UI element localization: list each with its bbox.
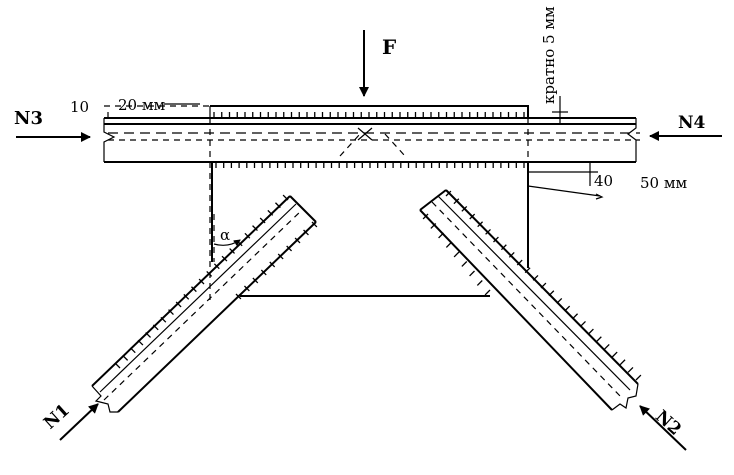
label-N1: N1: [40, 400, 74, 433]
right-diagonal: [419, 189, 642, 411]
dimension-lines: [104, 96, 604, 200]
label-N4: N4: [678, 113, 706, 133]
label-N3: N3: [14, 108, 43, 129]
dim-50mm: 50 мм: [640, 174, 688, 192]
dim-multiple-5mm: кратно 5 мм: [540, 6, 558, 104]
label-alpha: α: [220, 226, 230, 244]
force-arrow-N1: [59, 403, 99, 441]
label-F: F: [382, 35, 396, 59]
label-N2: N2: [651, 407, 685, 440]
dim-40: 40: [594, 172, 613, 190]
upper-chord: [103, 117, 640, 300]
angle-alpha: [213, 214, 241, 262]
force-arrow-N2: [639, 405, 687, 451]
right-diagonal-weld: [422, 190, 642, 381]
left-diagonal: [91, 194, 318, 413]
gusset-plate: [209, 105, 529, 297]
dim-10: 10: [70, 98, 89, 116]
dim-20mm: 20 мм: [118, 96, 166, 114]
